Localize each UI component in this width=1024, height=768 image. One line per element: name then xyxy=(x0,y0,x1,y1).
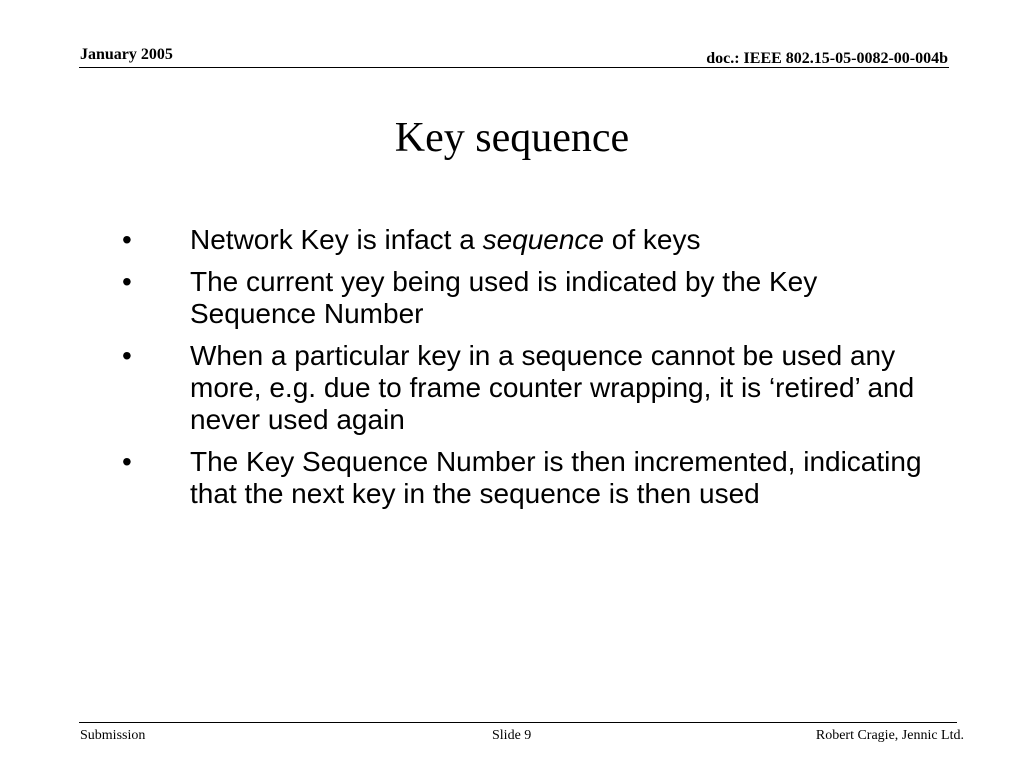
bullet-item: • Network Key is infact a sequence of ke… xyxy=(120,224,950,256)
slide-title: Key sequence xyxy=(394,115,630,161)
bullet-marker: • xyxy=(122,266,132,297)
header-divider xyxy=(79,67,949,68)
bullet-text: When a particular key in a sequence cann… xyxy=(190,340,915,435)
bullet-marker: • xyxy=(122,446,132,477)
header-doc-id: doc.: IEEE 802.15-05-0082-00-004b xyxy=(706,50,948,67)
bullet-item: • The current yey being used is indicate… xyxy=(120,266,950,330)
bullet-marker: • xyxy=(122,224,132,255)
bullet-text: The current yey being used is indicated … xyxy=(190,266,818,329)
bullet-text-post: of keys xyxy=(604,224,701,255)
bullet-item: • The Key Sequence Number is then increm… xyxy=(120,446,950,510)
footer-submission: Submission xyxy=(80,728,146,743)
bullet-item: • When a particular key in a sequence ca… xyxy=(120,340,950,436)
header-date: January 2005 xyxy=(80,46,173,63)
footer-divider xyxy=(79,722,957,723)
bullet-text: The Key Sequence Number is then incremen… xyxy=(190,446,922,509)
bullet-text-emphasis: sequence xyxy=(482,224,604,255)
bullet-text-pre: Network Key is infact a xyxy=(190,224,483,255)
footer-slide-number: Slide 9 xyxy=(492,728,532,743)
footer-author: Robert Cragie, Jennic Ltd. xyxy=(815,728,964,743)
bullet-list: • Network Key is infact a sequence of ke… xyxy=(120,224,950,520)
bullet-marker: • xyxy=(122,340,132,371)
